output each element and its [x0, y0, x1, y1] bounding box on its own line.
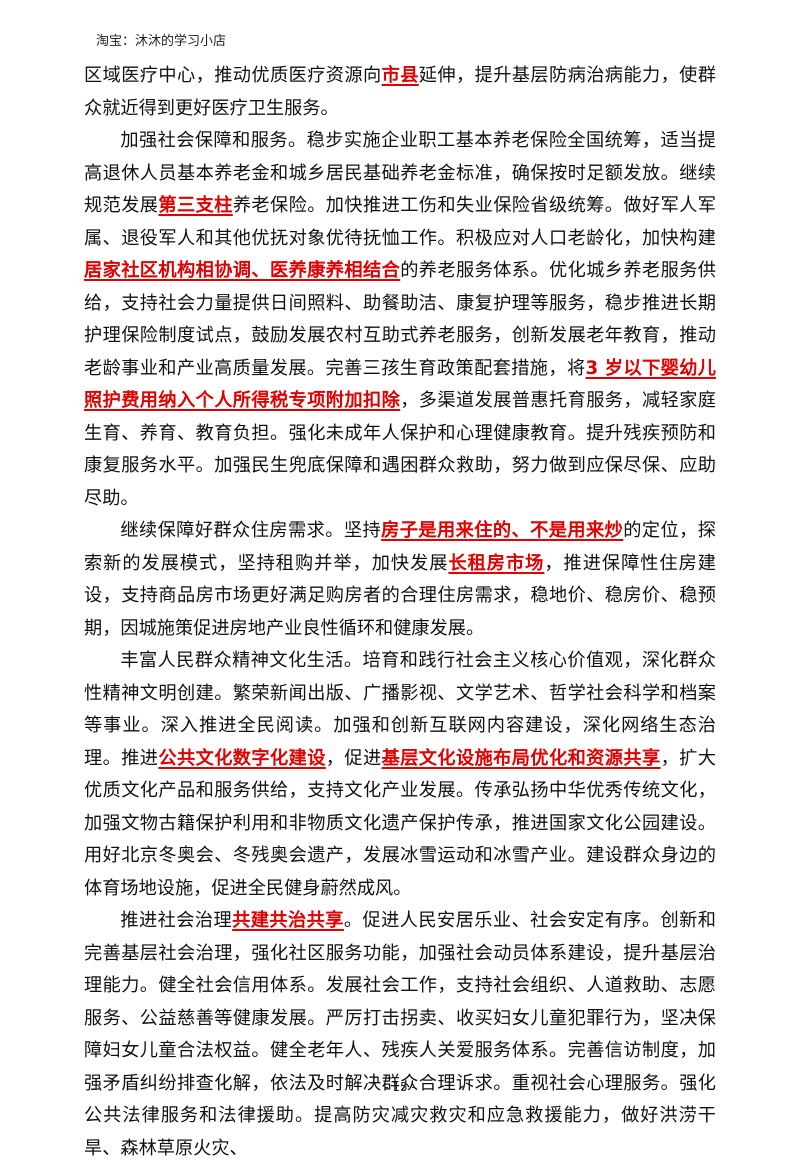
paragraph: 丰富人民群众精神文化生活。培育和践行社会主义核心价值观，深化群众性精神文明创建。… — [84, 645, 716, 905]
highlighted-phrase: 长租房市场 — [448, 552, 545, 574]
text-run: 。促进人民安居乐业、社会安定有序。创新和完善基层社会治理，强化社区服务功能，加强… — [84, 910, 716, 1159]
paragraph: 推进社会治理共建共治共享。促进人民安居乐业、社会安定有序。创新和完善基层社会治理… — [84, 905, 716, 1165]
highlighted-phrase: 居家社区机构相协调、医养康养相结合 — [84, 260, 401, 281]
text-run: ，扩大优质文化产品和服务供给，支持文化产业发展。传承弘扬中华优秀传统文化，加强文… — [84, 747, 716, 899]
paragraph: 区域医疗中心，推动优质医疗资源向市县延伸，提升基层防病治病能力，使群众就近得到更… — [84, 60, 716, 125]
highlighted-phrase: 第三支柱 — [158, 195, 233, 216]
highlighted-phrase: 公共文化数字化建设 — [158, 747, 326, 769]
text-run: 丰富人民群众精神文化生活。培育和践行社会主义核心价值观，深化群众性精神文明创建。… — [84, 650, 716, 769]
highlighted-phrase: 市县 — [381, 65, 419, 86]
page-header: 淘宝：沐沐的学习小店 — [96, 30, 226, 49]
text-run: 延伸，提升基层防病治病能力，使群众就近得到更好医疗卫生服务。 — [84, 65, 716, 119]
text-run: ，促进 — [325, 747, 382, 769]
highlighted-phrase: 共建共治共享 — [232, 910, 344, 931]
text-run: 的养老服务体系。优化城乡养老服务供给，支持社会力量提供日间照料、助餐助洁、康复护… — [84, 260, 716, 379]
text-run: 加强社会保障和服务。稳步实施企业职工基本养老保险全国统筹，适当提高退休人员基本养… — [84, 130, 716, 216]
highlighted-phrase: 基层文化设施布局优化和资源共享 — [381, 747, 661, 769]
page-number: - 15 - — [384, 1080, 416, 1094]
text-run: 区域医疗中心，推动优质医疗资源向 — [84, 65, 382, 86]
text-run: 继续保障好群众住房需求。坚持 — [120, 520, 382, 541]
text-run: 养老保险。加快推进工伤和失业保险省级统筹。做好军人军属、退役军人和其他优抚对象优… — [84, 195, 716, 249]
page-footer: - 15 - — [0, 1080, 800, 1094]
paragraph: 加强社会保障和服务。稳步实施企业职工基本养老保险全国统筹，适当提高退休人员基本养… — [84, 125, 716, 515]
text-run: 的定位，探索新的发展模式，坚持租购并举，加快发展 — [84, 520, 716, 574]
document-body: 区域医疗中心，推动优质医疗资源向市县延伸，提升基层防病治病能力，使群众就近得到更… — [84, 60, 716, 1165]
text-run: ，多渠道发展普惠托育服务，减轻家庭生育、养育、教育负担。强化未成年人保护和心理健… — [84, 390, 716, 509]
paragraph: 继续保障好群众住房需求。坚持房子是用来住的、不是用来炒的定位，探索新的发展模式，… — [84, 515, 716, 645]
highlighted-phrase: 房子是用来住的、不是用来炒 — [381, 520, 624, 541]
text-run: ，推进保障性住房建设，支持商品房市场更好满足购房者的合理住房需求，稳地价、稳房价… — [84, 552, 716, 639]
shop-label: 淘宝：沐沐的学习小店 — [96, 34, 227, 49]
highlighted-phrase: 3 岁以下婴幼儿照护费用纳入个人所得税专项附加扣除 — [84, 357, 716, 412]
text-run: 推进社会治理 — [120, 910, 233, 931]
